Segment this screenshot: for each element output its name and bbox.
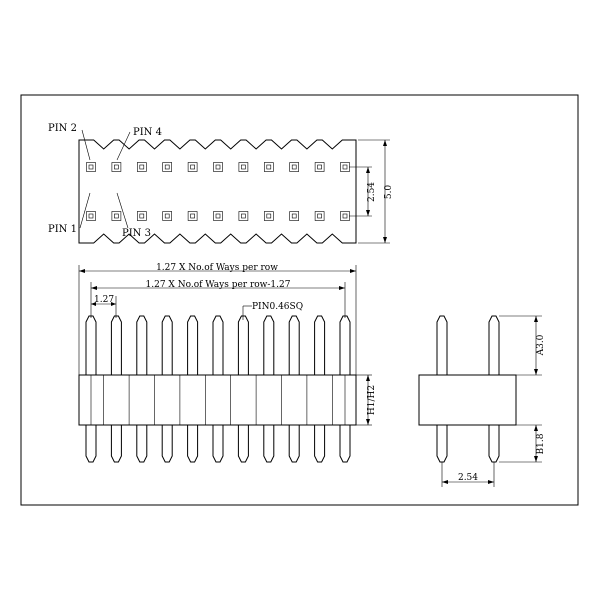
side-pin-right-top xyxy=(488,315,500,375)
side-view: A3.0 B1.8 2.54 xyxy=(418,315,546,487)
front-pin xyxy=(288,315,300,463)
pin-pad xyxy=(86,162,96,172)
pin2-leader xyxy=(81,129,91,161)
front-view-body xyxy=(78,374,357,426)
upper-pin-dim-label: A3.0 xyxy=(536,334,546,356)
arrow xyxy=(79,269,85,273)
side-spacing-dim-label: 2.54 xyxy=(458,473,478,483)
front-pin xyxy=(314,315,326,463)
overall-dim-label: 1.27 X No.of Ways per row xyxy=(156,263,278,273)
pin-pad xyxy=(162,162,172,172)
arrow xyxy=(366,375,370,381)
lower-pin-dim-label: B1.8 xyxy=(536,433,546,454)
front-pin xyxy=(85,315,97,463)
front-pin xyxy=(339,315,351,463)
pin-pad xyxy=(213,211,223,221)
arrow xyxy=(366,419,370,425)
pin-pad xyxy=(162,211,172,221)
pin1-leader xyxy=(79,192,91,229)
pin-pad xyxy=(187,162,198,172)
pin2-label: PIN 2 xyxy=(48,123,77,134)
arrow xyxy=(488,480,494,484)
side-view-body xyxy=(418,374,517,426)
pin-pad xyxy=(238,211,249,221)
arrow xyxy=(383,237,387,243)
front-pin xyxy=(110,315,122,463)
pin3-label: PIN 3 xyxy=(122,228,151,239)
pin-pad xyxy=(289,211,300,221)
front-pin xyxy=(161,315,173,463)
pin-pad xyxy=(137,211,147,221)
arrow xyxy=(339,286,345,290)
pin4-label: PIN 4 xyxy=(133,127,162,138)
top-view-pads xyxy=(86,162,350,221)
pin-pad xyxy=(289,162,300,172)
pitch-dim-label: 1.27 xyxy=(94,295,114,305)
pin-pad xyxy=(111,211,122,221)
row-spacing-dim-label: 2.54 xyxy=(367,182,377,202)
pin-pad xyxy=(314,211,325,221)
pin-pad xyxy=(340,162,350,172)
arrow xyxy=(534,316,538,322)
arrow xyxy=(91,302,96,306)
front-pin xyxy=(237,315,249,463)
pin-pad xyxy=(238,162,249,172)
top-view: PIN 2 PIN 4 PIN 1 PIN 3 2.54 5.0 xyxy=(48,123,394,244)
pin-pad xyxy=(263,211,274,221)
arrow xyxy=(534,369,538,375)
side-pin-right-bottom xyxy=(488,425,500,463)
body-width-dim-label: 5.0 xyxy=(384,185,394,200)
pin4-leader xyxy=(116,131,131,161)
front-pin xyxy=(263,315,275,463)
front-pin xyxy=(136,315,148,463)
height-dim-label: H1/H2 xyxy=(367,385,377,415)
arrow xyxy=(366,167,370,173)
front-view-body-dividers xyxy=(90,375,346,425)
arrow xyxy=(534,425,538,431)
drawing-frame xyxy=(20,94,579,506)
pitch-span-dim-label: 1.27 X No.of Ways per row-1.27 xyxy=(146,280,291,290)
arrow xyxy=(350,269,356,273)
front-view-pins xyxy=(85,315,351,463)
arrow xyxy=(383,140,387,146)
pin-pad xyxy=(111,162,122,172)
pin3-leader xyxy=(116,192,129,229)
arrow xyxy=(111,302,116,306)
pin-pad xyxy=(263,162,274,172)
pin-size-label: PIN0.46SQ xyxy=(252,302,303,312)
pin-pad xyxy=(187,211,198,221)
pin1-label: PIN 1 xyxy=(48,224,77,235)
arrow xyxy=(534,456,538,462)
front-pin xyxy=(187,315,199,463)
side-pin-left-top xyxy=(436,315,448,375)
front-view: 1.27 X No.of Ways per row 1.27 X No.of W… xyxy=(78,263,377,463)
pin-pad xyxy=(314,162,325,172)
side-pin-left-bottom xyxy=(436,425,448,463)
arrow xyxy=(366,210,370,216)
pin-pad xyxy=(86,211,96,221)
top-view-outline xyxy=(78,139,357,244)
arrow xyxy=(91,286,97,290)
pin-pad xyxy=(137,162,147,172)
front-pin xyxy=(212,315,224,463)
pin-pad xyxy=(340,211,350,221)
pin-pad xyxy=(213,162,223,172)
arrow xyxy=(442,480,448,484)
